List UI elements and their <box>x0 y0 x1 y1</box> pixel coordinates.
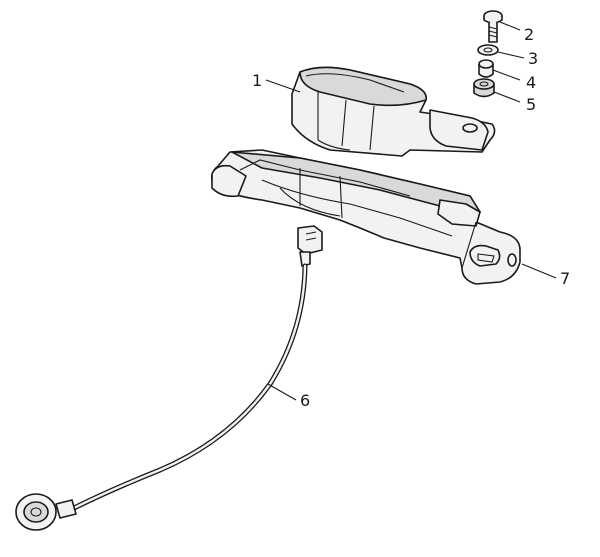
callout-7: 7 <box>560 269 570 288</box>
callout-2: 2 <box>524 25 534 44</box>
part-4-bush <box>478 59 494 78</box>
part-5-grommet <box>473 78 495 98</box>
callout-1: 1 <box>252 71 262 90</box>
leader-line-4 <box>492 69 521 81</box>
part-7-lower-bracket <box>210 149 521 285</box>
callout-6: 6 <box>300 391 310 410</box>
part-3-washer <box>477 44 499 56</box>
part-1-upper-bracket <box>291 66 496 157</box>
callout-5: 5 <box>526 95 536 114</box>
callout-labels: 1 2 3 4 5 6 7 <box>252 25 570 410</box>
leader-lines <box>265 21 557 401</box>
part-2-screw <box>483 10 503 43</box>
callout-3: 3 <box>528 49 538 68</box>
leader-line-7 <box>521 263 557 279</box>
leader-line-2 <box>499 21 521 31</box>
leader-line-3 <box>497 51 525 59</box>
part-6-sensor-cable <box>15 225 323 531</box>
leader-line-1 <box>265 79 301 93</box>
callout-4: 4 <box>526 73 536 92</box>
leader-line-6 <box>267 383 297 401</box>
leader-line-5 <box>493 91 521 103</box>
